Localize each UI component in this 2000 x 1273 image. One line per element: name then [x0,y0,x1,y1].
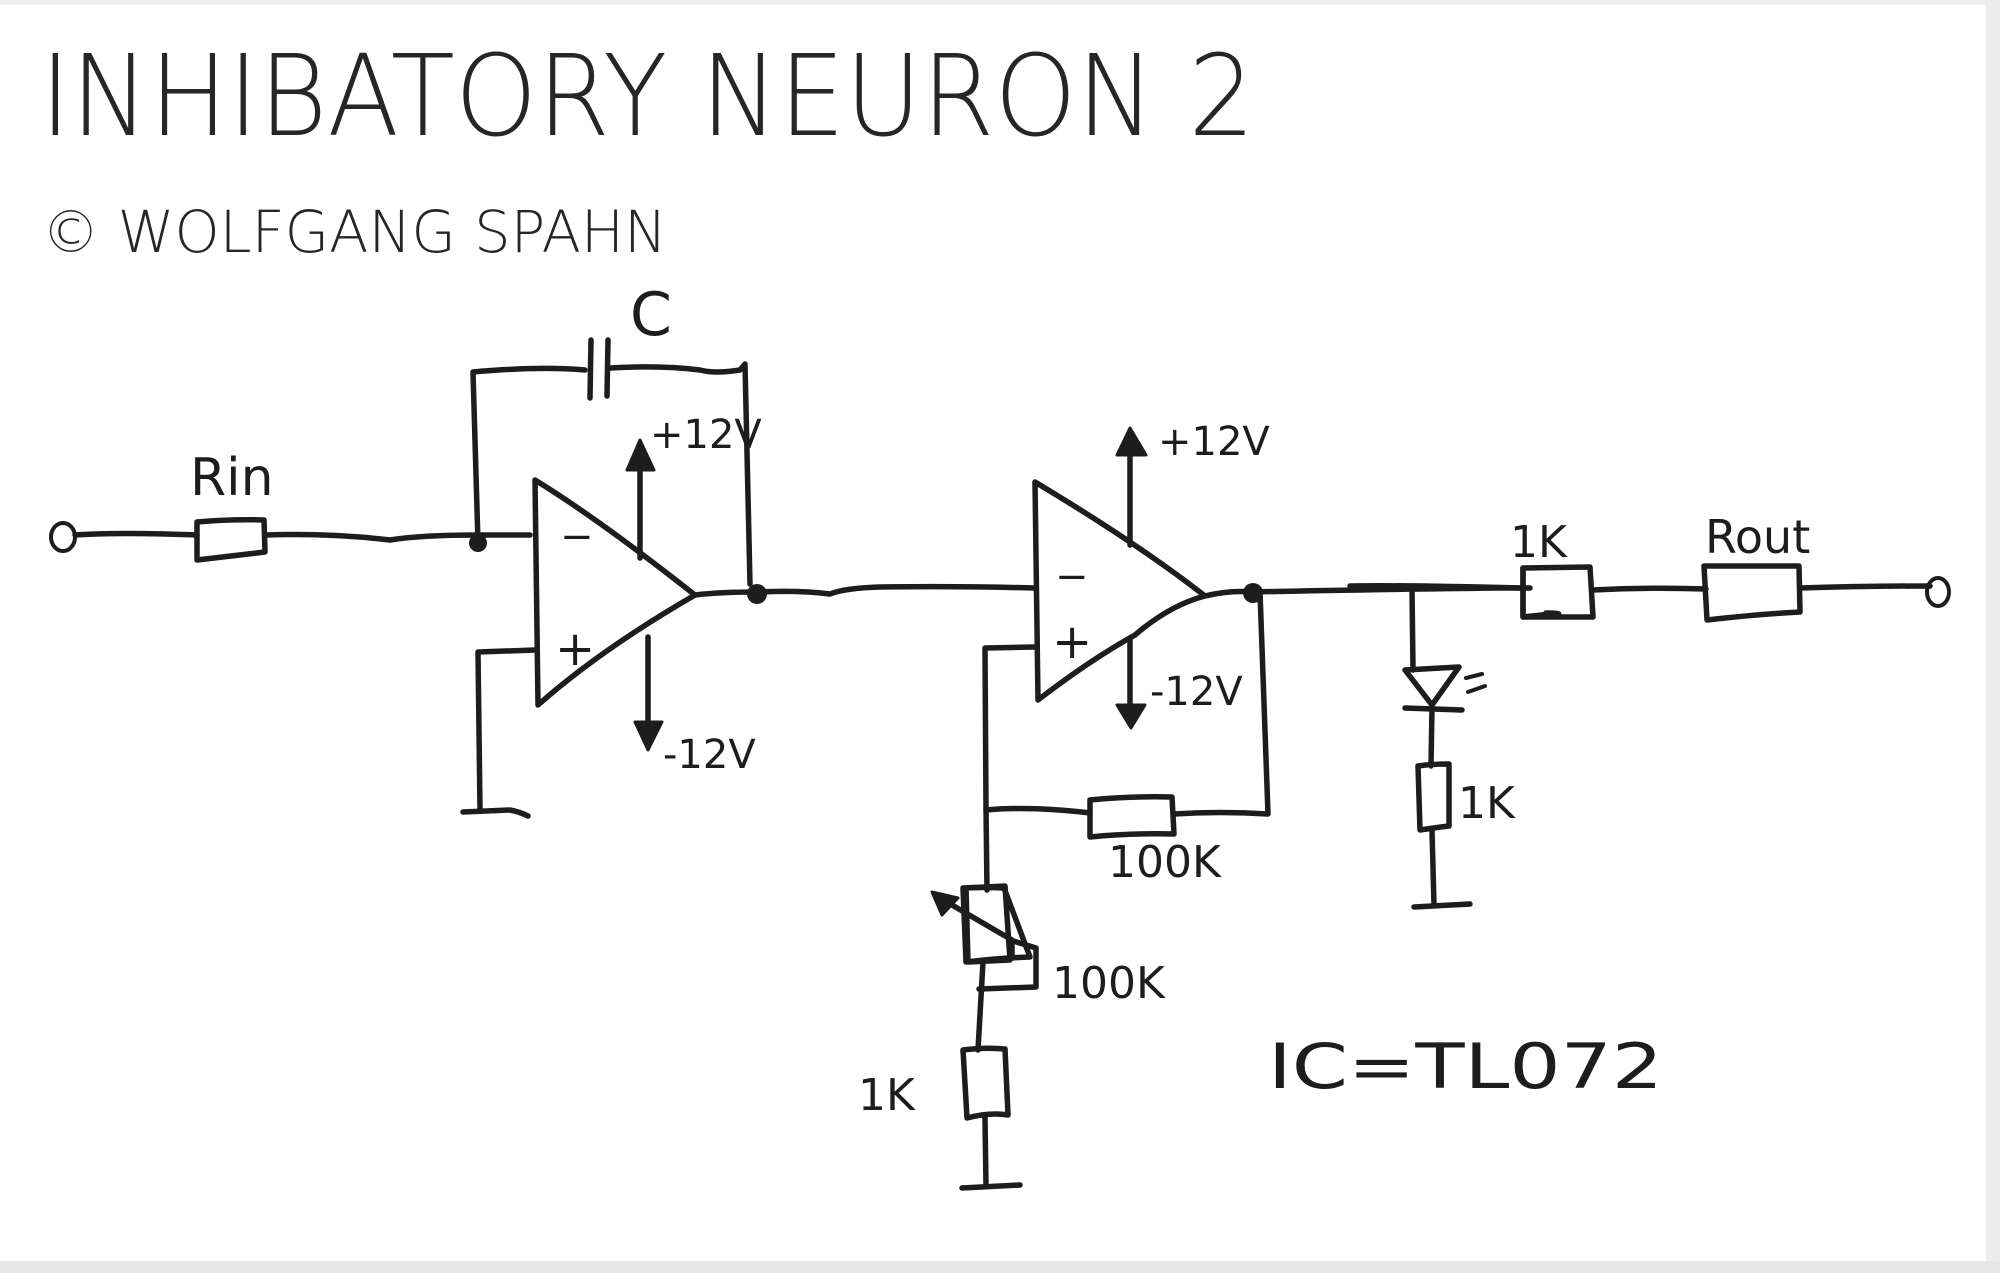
label-rin: Rin [190,448,274,508]
resistor-1k-output [1520,564,1596,620]
wire-rin-to-opamp1 [262,531,533,543]
opamp2-plus: + [1052,614,1092,670]
label-pot-100k: 100K [1052,958,1166,1009]
wire-to-output [1797,583,1933,591]
opamp1-plus: + [555,621,595,677]
copyright-line: © WOLFGANG SPAHN [42,198,667,266]
resistor-1k-led [1415,761,1452,833]
wire-led-to-resistor [1428,705,1435,769]
resistor-100k-feedback [1087,794,1177,840]
resistor-rin [194,517,268,563]
opamp-1 [532,438,698,752]
arrow-down-icon [1115,703,1147,730]
led [1402,664,1487,713]
arrow-down-icon [633,720,664,752]
input-terminal [49,521,77,553]
arrow-up-icon [1115,426,1148,457]
wire-1k-to-ground [982,1115,989,1189]
label-feedback-100k: 100K [1108,837,1222,888]
ground-symbol [959,1182,1023,1191]
junction-node [747,584,767,604]
arrow-icon [930,890,960,917]
resistor-1k-ground [960,1045,1011,1121]
paper-edge-right [1986,0,2000,1273]
ground-symbol [460,807,531,819]
opamp-2 [1032,426,1208,730]
diagram-title: INHIBATORY NEURON 2 [40,32,1255,162]
wire-feedback-resistor-left [983,805,1093,816]
potentiometer-100k [930,883,1039,992]
opamp2-minus: − [1055,554,1089,600]
wire-feedback-resistor-right [1171,589,1271,817]
wire-led-to-ground [1429,827,1437,908]
wire-to-led [1409,585,1416,673]
ic-note: IC=TL072 [1268,1030,1663,1103]
label-rout: Rout [1705,510,1810,564]
opamp2-supply-pos: +12V [1158,419,1270,465]
wire-between-resistors [1590,585,1709,593]
wire-pot-to-1k [975,959,986,1053]
resistor-rout [1701,563,1803,623]
paper-edge-top [0,0,2000,5]
wire-opamp1-out [692,583,1038,598]
wire-opamp2-plus [982,644,1038,893]
wire-to-1k [1347,583,1523,591]
opamp1-minus: − [560,514,594,560]
opamp1-supply-neg: -12V [663,732,756,778]
opamp2-supply-neg: -12V [1150,669,1243,715]
arrow-up-icon [625,438,656,472]
wire-input [72,530,200,538]
label-capacitor-c: C [630,280,672,350]
wire-feedback-left [470,365,588,546]
label-led-1k: 1K [1458,778,1516,829]
label-output-1k: 1K [1510,517,1568,568]
opamp1-supply-pos: +12V [650,412,762,458]
capacitor-c [587,337,611,401]
wire-opamp1-plus-ground [475,647,538,813]
ground-symbol [1411,901,1473,910]
label-ground-1k: 1K [858,1070,916,1121]
output-terminal [1925,576,1951,608]
paper-edge-bottom [0,1261,2000,1273]
wire-feedback-right [607,361,753,587]
